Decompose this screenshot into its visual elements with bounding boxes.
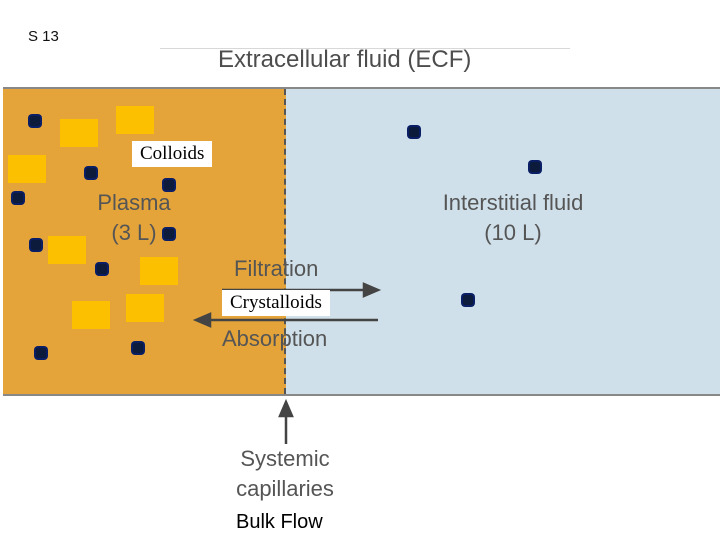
colloid-marker [8,155,46,183]
crystalloid-marker [463,295,473,305]
absorption-label: Absorption [222,326,328,351]
capillaries-line1: Systemic [240,446,330,471]
interstitial-volume: (10 L) [484,220,542,245]
filtration-label: Filtration [234,256,319,281]
crystalloid-marker [86,168,96,178]
colloid-marker [72,301,110,329]
interstitial-name: Interstitial fluid [442,190,584,215]
diagram-title: Extracellular fluid (ECF) [218,46,472,73]
crystalloid-marker [31,240,41,250]
crystalloid-marker [36,348,46,358]
colloid-marker [48,236,86,264]
crystalloid-marker [30,116,40,126]
crystalloid-marker [133,343,143,353]
crystalloid-marker [97,264,107,274]
crystalloid-marker [164,180,174,190]
colloid-marker [140,257,178,285]
crystalloid-marker [164,229,174,239]
plasma-label: Plasma (3 L) [84,188,184,248]
plasma-name: Plasma [97,190,171,215]
crystalloid-marker [530,162,540,172]
compartment-frame [3,87,720,396]
bulk-flow-label: Bulk Flow [236,511,323,533]
colloid-marker [116,106,154,134]
colloid-marker [126,294,164,322]
plasma-volume: (3 L) [111,220,157,245]
crystalloid-marker [409,127,419,137]
capillary-pointer-arrow [278,398,294,444]
crystalloids-label: Crystalloids [222,290,330,316]
colloids-label: Colloids [132,141,213,167]
title-rule [160,48,570,49]
colloid-marker [60,119,98,147]
systemic-capillaries-label: Systemic capillaries [210,444,360,504]
interstitial-compartment [286,89,720,394]
crystalloid-marker [13,193,23,203]
slide-number: S 13 [28,28,59,45]
capillary-wall-divider [284,89,286,394]
interstitial-label: Interstitial fluid (10 L) [418,188,608,248]
capillaries-line2: capillaries [236,476,334,501]
absorption-arrow [192,312,378,328]
